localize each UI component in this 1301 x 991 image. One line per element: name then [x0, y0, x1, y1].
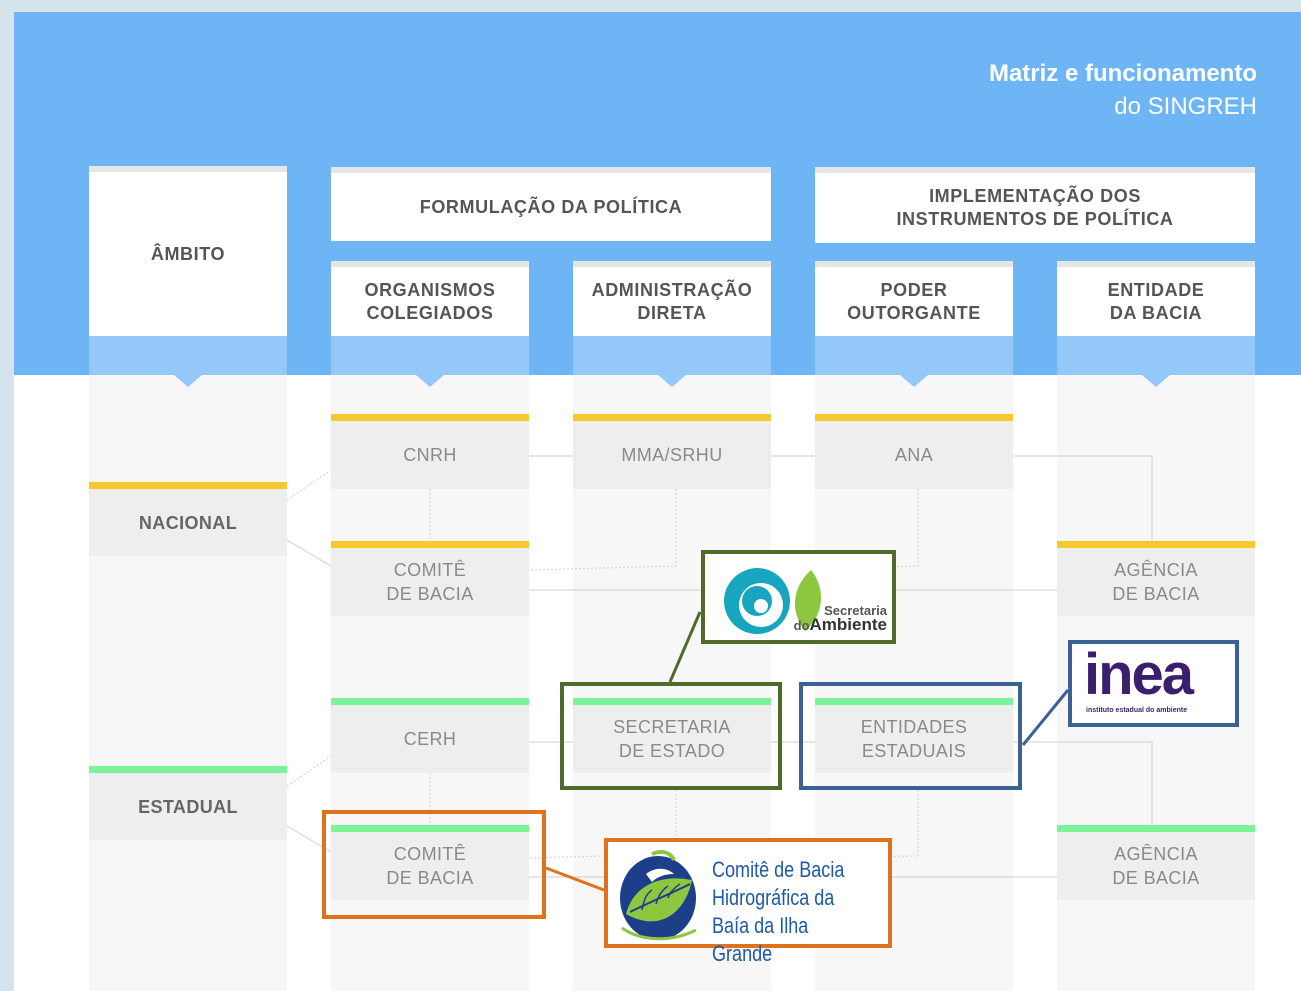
- scope-nacional: NACIONAL: [89, 482, 287, 556]
- header-organismos: ORGANISMOS COLEGIADOS: [331, 261, 529, 336]
- header-entidade: ENTIDADE DA BACIA: [1057, 261, 1255, 336]
- column-ambito: [89, 336, 287, 991]
- node-agencia-nacional: AGÊNCIA DE BACIA: [1057, 541, 1255, 616]
- logo-inea-wordmark: inea: [1084, 642, 1194, 707]
- highlight-entidades-estaduais: [799, 682, 1022, 790]
- node-entidades-estaduais: ENTIDADES ESTADUAIS: [815, 698, 1013, 773]
- swirl-leaf-icon: [722, 562, 822, 634]
- logo-secretaria-line2: do: [793, 618, 810, 633]
- node-cerh: CERH: [331, 698, 529, 773]
- node-ana: ANA: [815, 414, 1013, 489]
- arrow-down-icon: [416, 375, 444, 387]
- header-formulacao: FORMULAÇÃO DA POLÍTICA: [331, 167, 771, 241]
- logo-secretaria-line1: Secretaria: [824, 603, 887, 618]
- node-agencia-estadual: AGÊNCIA DE BACIA: [1057, 825, 1255, 900]
- header-ambito: ÂMBITO: [89, 166, 287, 336]
- node-comite-estadual: COMITÊ DE BACIA: [331, 825, 529, 900]
- highlight-secretaria-estado: [560, 682, 782, 790]
- diagram-subtitle: do SINGREH: [1114, 93, 1257, 120]
- logo-secretaria-line3: Ambiente: [809, 615, 887, 634]
- logo-inea-subtitle: instituto estadual do ambiente: [1086, 707, 1188, 714]
- diagram-title: Matriz e funcionamento: [988, 60, 1257, 87]
- arrow-down-icon: [1142, 375, 1170, 387]
- node-comite-nacional: COMITÊ DE BACIA: [331, 541, 529, 616]
- arrow-down-icon: [658, 375, 686, 387]
- node-mma-srhu: MMA/SRHU: [573, 414, 771, 489]
- logo-comite-bacia: Comitê de Bacia Hidrográfica da Baía da …: [604, 838, 892, 966]
- arrow-down-icon: [900, 375, 928, 387]
- logo-inea: inea instituto estadual do ambiente: [1068, 640, 1239, 727]
- leaf-globe-icon: [620, 850, 697, 941]
- arrow-down-icon: [174, 375, 202, 387]
- header-poder: PODER OUTORGANTE: [815, 261, 1013, 336]
- node-secretaria-estado: SECRETARIA DE ESTADO: [573, 698, 771, 773]
- scope-estadual: ESTADUAL: [89, 766, 287, 840]
- header-implementacao: IMPLEMENTAÇÃO DOS INSTRUMENTOS DE POLÍTI…: [815, 167, 1255, 243]
- node-cnrh: CNRH: [331, 414, 529, 489]
- highlight-comite-estadual: [322, 810, 546, 919]
- logo-secretaria-ambiente: Secretaria doAmbiente: [701, 550, 896, 644]
- header-administracao: ADMINISTRAÇÃO DIRETA: [573, 261, 771, 336]
- logo-comite-bacia-text: Comitê de Bacia Hidrográfica da Baía da …: [712, 857, 845, 966]
